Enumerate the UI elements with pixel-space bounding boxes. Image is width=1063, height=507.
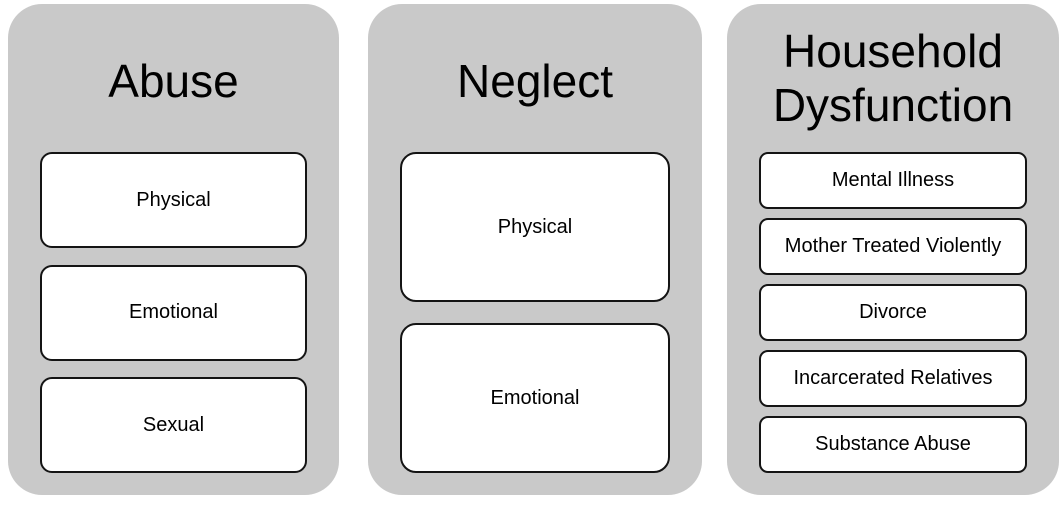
item-box-physical-neglect: Physical	[400, 152, 670, 302]
item-label: Mother Treated Violently	[784, 235, 1002, 257]
item-box-mother-treated-violently: Mother Treated Violently	[759, 218, 1027, 275]
item-label: Divorce	[859, 301, 927, 323]
item-label: Sexual	[142, 413, 205, 436]
item-label: Physical	[497, 215, 573, 238]
item-box-sexual-abuse: Sexual	[40, 377, 307, 473]
item-label: Incarcerated Relatives	[793, 367, 993, 389]
item-label: Mental Illness	[831, 169, 955, 191]
panel-title-neglect: Neglect	[457, 55, 613, 107]
item-box-physical-abuse: Physical	[40, 152, 307, 248]
item-box-emotional-abuse: Emotional	[40, 264, 307, 361]
panel-items-household-dysfunction: Mental Illness Mother Treated Violently …	[759, 152, 1027, 473]
item-label: Emotional	[129, 301, 218, 323]
item-label: Emotional	[490, 386, 580, 409]
panel-title-abuse: Abuse	[108, 55, 239, 107]
item-box-substance-abuse: Substance Abuse	[759, 416, 1027, 473]
item-box-incarcerated-relatives: Incarcerated Relatives	[759, 350, 1027, 407]
category-panel-abuse: Abuse Physical Emotional Sexual	[8, 4, 339, 495]
panel-title-household-dysfunction: Household Dysfunction	[772, 25, 1014, 131]
panel-items-abuse: Physical Emotional Sexual	[40, 152, 307, 473]
item-box-emotional-neglect: Emotional	[400, 323, 670, 473]
item-label: Physical	[136, 188, 211, 211]
item-label: Substance Abuse	[815, 433, 971, 455]
item-box-divorce: Divorce	[759, 284, 1027, 341]
item-box-mental-illness: Mental Illness	[759, 152, 1027, 209]
category-panel-neglect: Neglect Physical Emotional	[368, 4, 702, 495]
category-panel-household-dysfunction: Household Dysfunction Mental Illness Mot…	[727, 4, 1059, 495]
panel-items-neglect: Physical Emotional	[400, 152, 670, 473]
